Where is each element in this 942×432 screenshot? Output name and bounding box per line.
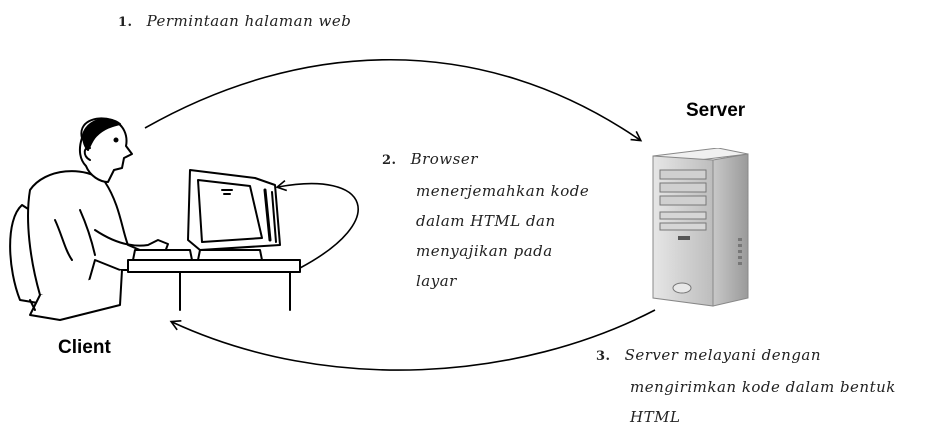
response-arrow: [169, 309, 656, 371]
step-3-line-2: mengirimkan kode dalam bentuk: [630, 378, 896, 396]
client-person-computer-icon: [9, 117, 301, 321]
step-2-line-3: dalam HTML dan: [416, 212, 556, 230]
step-3-line-3: HTML: [630, 408, 681, 426]
step-1-number: 1.: [118, 15, 133, 30]
step-3: 3. Server melayani dengan mengirimkan kod…: [596, 340, 896, 432]
server-label: Server: [686, 100, 746, 121]
render-loop-arrow: [275, 180, 359, 269]
step-3-line-1: Server melayani dengan: [624, 346, 822, 364]
step-1-text: Permintaan halaman web: [146, 12, 352, 30]
request-arrow: [144, 58, 643, 142]
server-tower-icon: [652, 148, 749, 307]
step-1: 1. Permintaan halaman web: [118, 6, 351, 38]
step-2-line-2: menerjemahkan kode: [416, 182, 590, 200]
step-2-number: 2.: [382, 153, 397, 168]
step-2-line-5: layar: [416, 272, 457, 290]
step-3-number: 3.: [596, 349, 611, 364]
step-2-line-1: Browser: [410, 150, 478, 168]
step-2-line-4: menyajikan pada: [416, 242, 553, 260]
client-label: Client: [58, 337, 111, 358]
step-2: 2. Browser menerjemahkan kode dalam HTML …: [382, 144, 589, 296]
